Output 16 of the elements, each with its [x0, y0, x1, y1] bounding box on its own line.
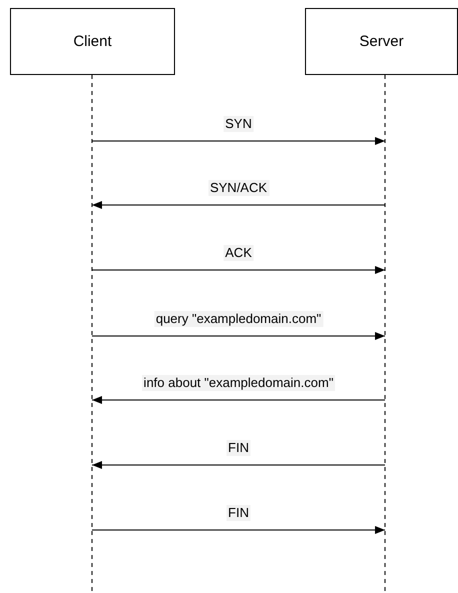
message-arrow	[92, 266, 386, 274]
participant-box: Client	[10, 8, 175, 75]
message-label: FIN	[226, 440, 251, 456]
message-label: info about "exampledomain.com"	[142, 375, 336, 391]
message-arrow	[92, 396, 386, 404]
message-arrow	[92, 461, 386, 469]
message-arrow	[92, 137, 386, 145]
message-label: SYN/ACK	[208, 180, 270, 196]
message-label: FIN	[226, 505, 251, 521]
message-arrow	[92, 201, 386, 209]
message-label: SYN	[223, 116, 254, 132]
participant-box: Server	[305, 8, 458, 75]
message-label: ACK	[223, 245, 254, 261]
message-arrow	[92, 526, 386, 534]
message-label: query "exampledomain.com"	[154, 311, 324, 327]
message-arrow	[92, 332, 386, 340]
